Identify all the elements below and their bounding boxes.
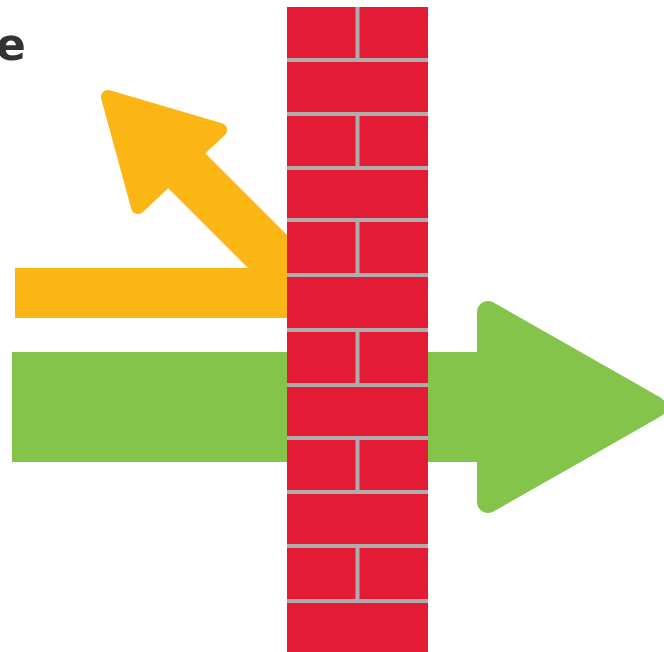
mortar-joint — [355, 438, 360, 492]
mortar-joint — [355, 220, 360, 275]
mortar-joint — [287, 490, 428, 494]
mortar-joint — [355, 7, 360, 60]
reflected-arrow-diagonal-shaft — [162, 146, 320, 268]
mortar-joint — [287, 273, 428, 277]
mortar-joint — [355, 114, 360, 168]
reflected-arrow-shaft — [15, 268, 320, 318]
mortar-joint — [355, 330, 360, 385]
mortar-joint — [287, 58, 428, 62]
mortar-joint — [287, 166, 428, 170]
mortar-joint — [355, 546, 360, 601]
reflected-arrow — [15, 90, 320, 318]
brick-wall — [287, 7, 428, 652]
transmitted-arrow-head — [477, 301, 664, 513]
mortar-joint — [287, 599, 428, 603]
mortar-joint — [287, 383, 428, 387]
partial-label: e — [0, 20, 26, 71]
reflected-arrow-head — [101, 90, 227, 214]
